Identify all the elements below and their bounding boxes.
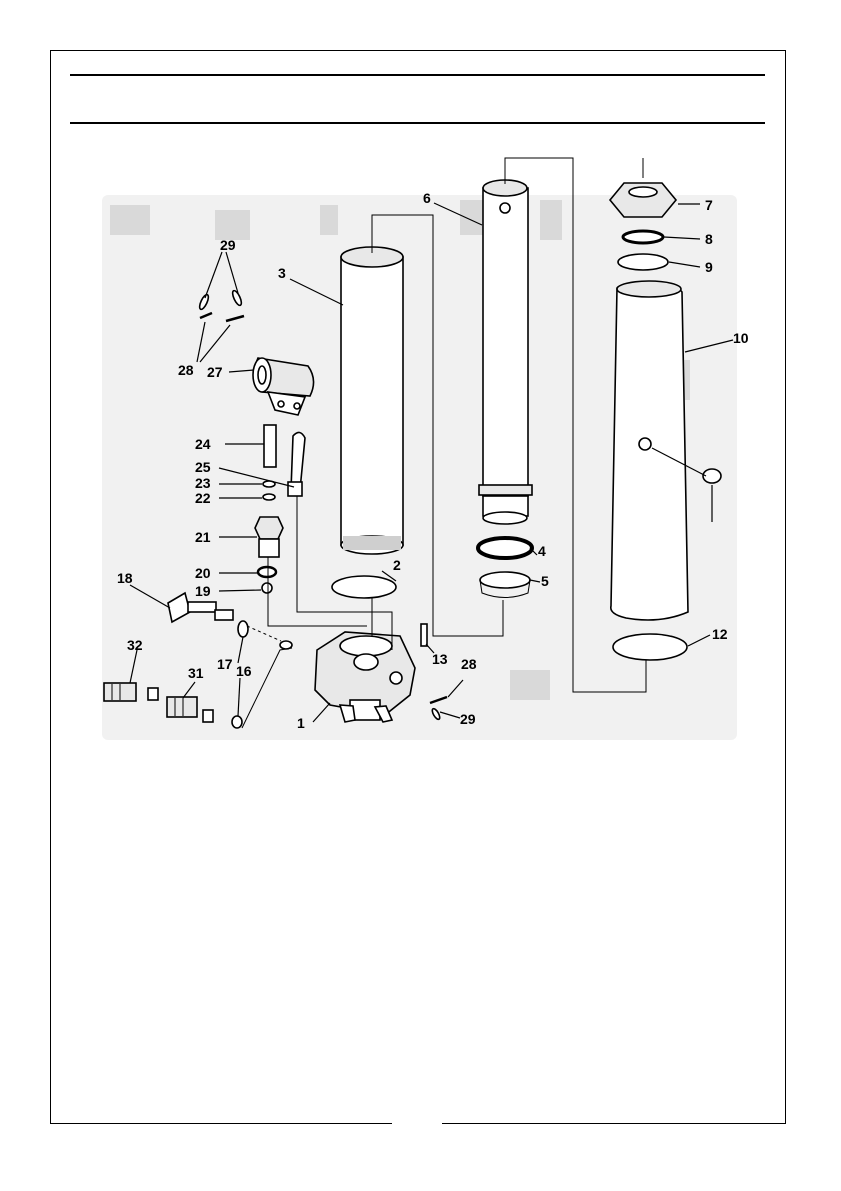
- part-7-top-nut: [610, 183, 676, 217]
- callout-21: 21: [195, 529, 211, 545]
- part-21-pump-cylinder: [255, 517, 283, 557]
- part-17-seal: [238, 621, 248, 637]
- callout-28-base: 28: [461, 656, 477, 672]
- part-2-tube-seal: [332, 576, 396, 598]
- callout-19: 19: [195, 583, 211, 599]
- callout-22: 22: [195, 490, 211, 506]
- callout-23: 23: [195, 475, 211, 491]
- part-6-piston-ram: [479, 180, 532, 524]
- callout-12: 12: [712, 626, 728, 642]
- callout-16: 16: [236, 663, 252, 679]
- part-31-spacer: [203, 710, 213, 722]
- callout-31: 31: [188, 665, 204, 681]
- part-31-valve-assembly: [167, 697, 197, 717]
- part-3-outer-cylinder: [341, 247, 403, 554]
- callout-29-top: 29: [220, 237, 236, 253]
- callout-18: 18: [117, 570, 133, 586]
- callout-17: 17: [217, 656, 233, 672]
- part-16-ball: [232, 716, 242, 728]
- callout-6: 6: [423, 190, 431, 206]
- callout-27: 27: [207, 364, 223, 380]
- callout-5: 5: [541, 573, 549, 589]
- part-19-ball: [262, 583, 272, 593]
- callout-32: 32: [127, 637, 143, 653]
- callout-3: 3: [278, 265, 286, 281]
- callout-29-base: 29: [460, 711, 476, 727]
- callout-25: 25: [195, 459, 211, 475]
- part-12-base-seal: [613, 634, 687, 660]
- part-13-pin: [421, 624, 427, 646]
- part-10-reservoir-tube: [611, 281, 688, 620]
- part-32-valve-body: [104, 683, 136, 701]
- callout-1: 1: [297, 715, 305, 731]
- callout-7: 7: [705, 197, 713, 213]
- callout-10: 10: [733, 330, 749, 346]
- callout-4: 4: [538, 543, 546, 559]
- part-8-seal-ring: [623, 231, 663, 243]
- callout-8: 8: [705, 231, 713, 247]
- callout-2: 2: [393, 557, 401, 573]
- part-24-pump-plunger: [264, 425, 276, 467]
- callout-9: 9: [705, 259, 713, 275]
- callout-13: 13: [432, 651, 448, 667]
- callout-28-top: 28: [178, 362, 194, 378]
- part-32-spacer: [148, 688, 158, 700]
- part-20-o-ring: [258, 567, 276, 577]
- part-22-o-ring: [263, 494, 275, 500]
- part-9-washer: [618, 254, 668, 270]
- callout-20: 20: [195, 565, 211, 581]
- part-4-piston-seal: [478, 538, 532, 558]
- callout-24: 24: [195, 436, 211, 452]
